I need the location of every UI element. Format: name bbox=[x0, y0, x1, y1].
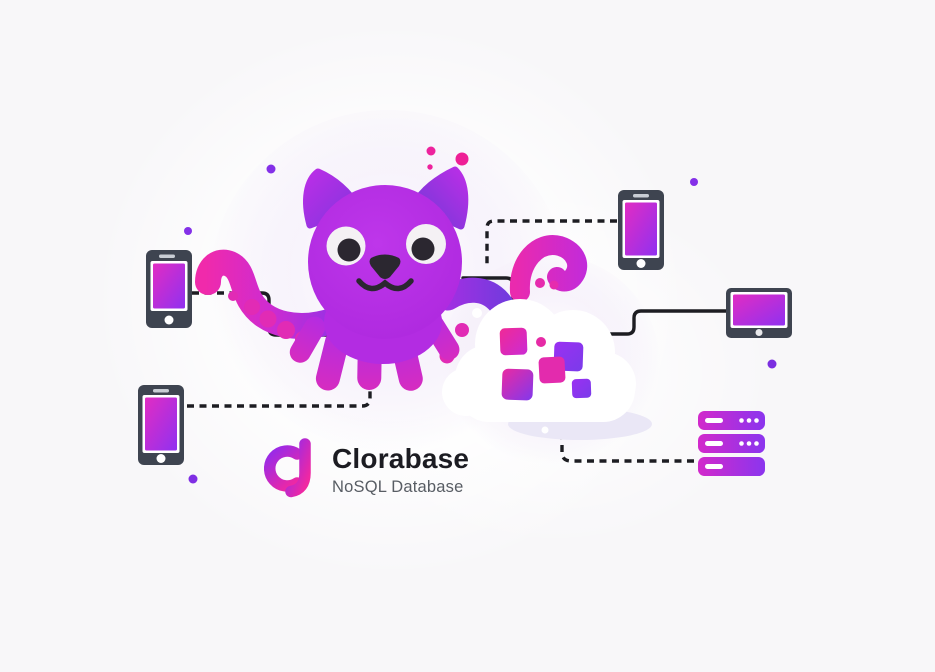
dot-purple bbox=[184, 227, 192, 235]
cloud-sparkle bbox=[541, 426, 549, 434]
phone-home-button bbox=[156, 454, 166, 463]
data-dot bbox=[536, 337, 546, 347]
upper-curl-suckers bbox=[535, 278, 559, 290]
cloud-database bbox=[442, 299, 652, 440]
octopus-cat-mascot bbox=[195, 166, 588, 391]
left-pupil bbox=[337, 238, 361, 262]
mouth-smile bbox=[356, 278, 414, 292]
dot-purple bbox=[767, 359, 777, 369]
phone-screen bbox=[153, 263, 185, 309]
dashed-connectors bbox=[187, 219, 697, 463]
dot-purple bbox=[266, 164, 276, 174]
dot-pink bbox=[426, 146, 436, 156]
phone-top-right bbox=[618, 190, 664, 270]
clorabase-logo: Clorabase NoSQL Database bbox=[264, 437, 469, 499]
phone-bottom-left bbox=[138, 385, 184, 465]
phone-speaker bbox=[159, 254, 175, 258]
brand-title: Clorabase bbox=[332, 443, 470, 474]
server-slot bbox=[705, 464, 723, 469]
phone-speaker bbox=[153, 389, 169, 393]
decor-dots bbox=[184, 146, 777, 484]
phone-top-left bbox=[146, 250, 192, 328]
data-block-3 bbox=[538, 356, 566, 384]
cloud-data-blocks bbox=[499, 327, 592, 434]
phone-screen bbox=[145, 397, 177, 451]
connector-monitor-solid bbox=[601, 309, 729, 336]
server-unit-3 bbox=[698, 457, 765, 476]
upper-curl-tentacle bbox=[509, 235, 588, 302]
dot-purple bbox=[188, 474, 198, 484]
server-unit-2 bbox=[698, 434, 765, 453]
phone-screen bbox=[625, 202, 657, 256]
dot-pink-small bbox=[427, 164, 433, 170]
monitor-button bbox=[755, 329, 763, 336]
monitor-right bbox=[726, 288, 792, 338]
logo-text: Clorabase NoSQL Database bbox=[332, 437, 469, 497]
right-ear bbox=[410, 166, 469, 230]
connector-phone-bottom-left bbox=[187, 376, 372, 408]
mascot-legs bbox=[289, 314, 460, 391]
connector-cloud-servers bbox=[560, 420, 697, 463]
eyes bbox=[326, 224, 446, 266]
data-block-1 bbox=[499, 327, 528, 356]
server-slot bbox=[705, 441, 723, 446]
phone-home-button bbox=[636, 259, 646, 268]
data-block-4 bbox=[501, 368, 534, 401]
connector-phone-top-right bbox=[485, 219, 617, 268]
phone-speaker bbox=[633, 194, 649, 198]
monitor-screen bbox=[733, 294, 785, 326]
phone-home-button bbox=[164, 315, 174, 325]
server-slot bbox=[705, 418, 723, 423]
data-block-5 bbox=[571, 378, 592, 399]
dot-purple bbox=[690, 178, 698, 186]
server-unit-1 bbox=[698, 411, 765, 430]
logo-monogram-cl-icon bbox=[264, 438, 311, 498]
nose bbox=[369, 254, 401, 279]
server-stack bbox=[698, 411, 765, 476]
brand-subtitle: NoSQL Database bbox=[332, 478, 464, 496]
right-pupil bbox=[411, 237, 435, 261]
dot-pink-large bbox=[455, 152, 469, 166]
